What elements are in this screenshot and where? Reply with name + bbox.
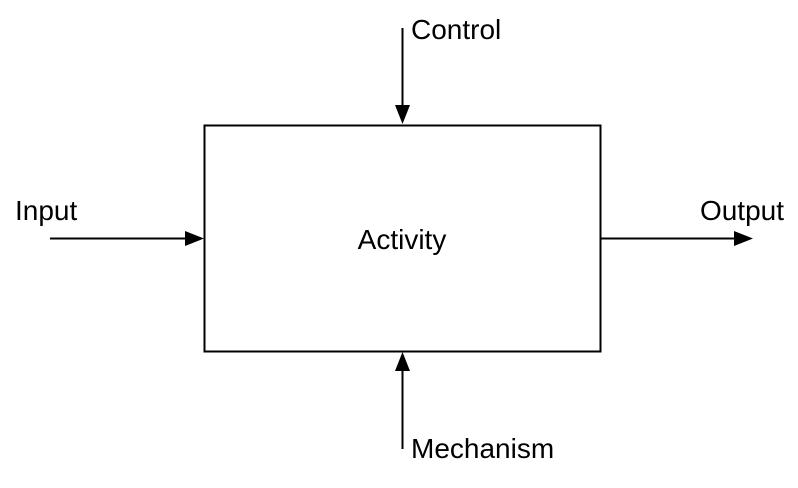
- output-label: Output: [700, 195, 784, 226]
- input-label: Input: [15, 195, 77, 226]
- mechanism-arrow: [395, 352, 410, 449]
- output-arrow: [601, 231, 753, 246]
- activity-label: Activity: [358, 224, 447, 255]
- activity-box: [203, 124, 602, 353]
- control-label: Control: [411, 14, 501, 45]
- control-arrow: [395, 28, 410, 124]
- mechanism-label: Mechanism: [411, 433, 554, 464]
- input-arrow: [50, 231, 204, 246]
